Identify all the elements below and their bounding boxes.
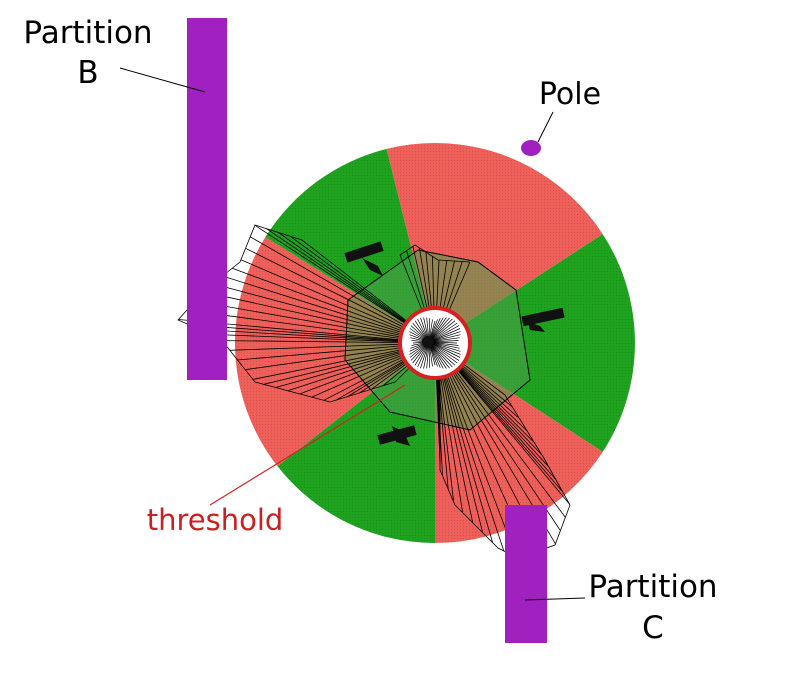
partition-c-label-line1: Partition	[588, 569, 717, 605]
threshold-label: threshold	[147, 503, 284, 537]
pole-label: Pole	[539, 77, 601, 112]
partition-c-leader	[524, 597, 586, 601]
sonar-fan-left	[177, 224, 436, 403]
partition-b-label-line2: B	[77, 55, 98, 91]
threshold-leader	[209, 384, 406, 506]
sonar-ray-fans	[177, 224, 571, 559]
robot-sensor-right	[521, 307, 565, 332]
partition-b-label-line1: Partition	[23, 15, 152, 51]
partition-b-leader	[119, 67, 206, 93]
pole-marker	[521, 140, 541, 156]
pole-leader	[537, 111, 554, 143]
partition-c-label-line2: C	[642, 610, 664, 646]
robot-center	[422, 336, 434, 348]
robot-sensor-bottom-left	[377, 425, 417, 446]
partition-c-wall	[505, 505, 547, 643]
robot-sensor-top-left	[344, 241, 384, 276]
partition-b-wall	[187, 18, 227, 380]
